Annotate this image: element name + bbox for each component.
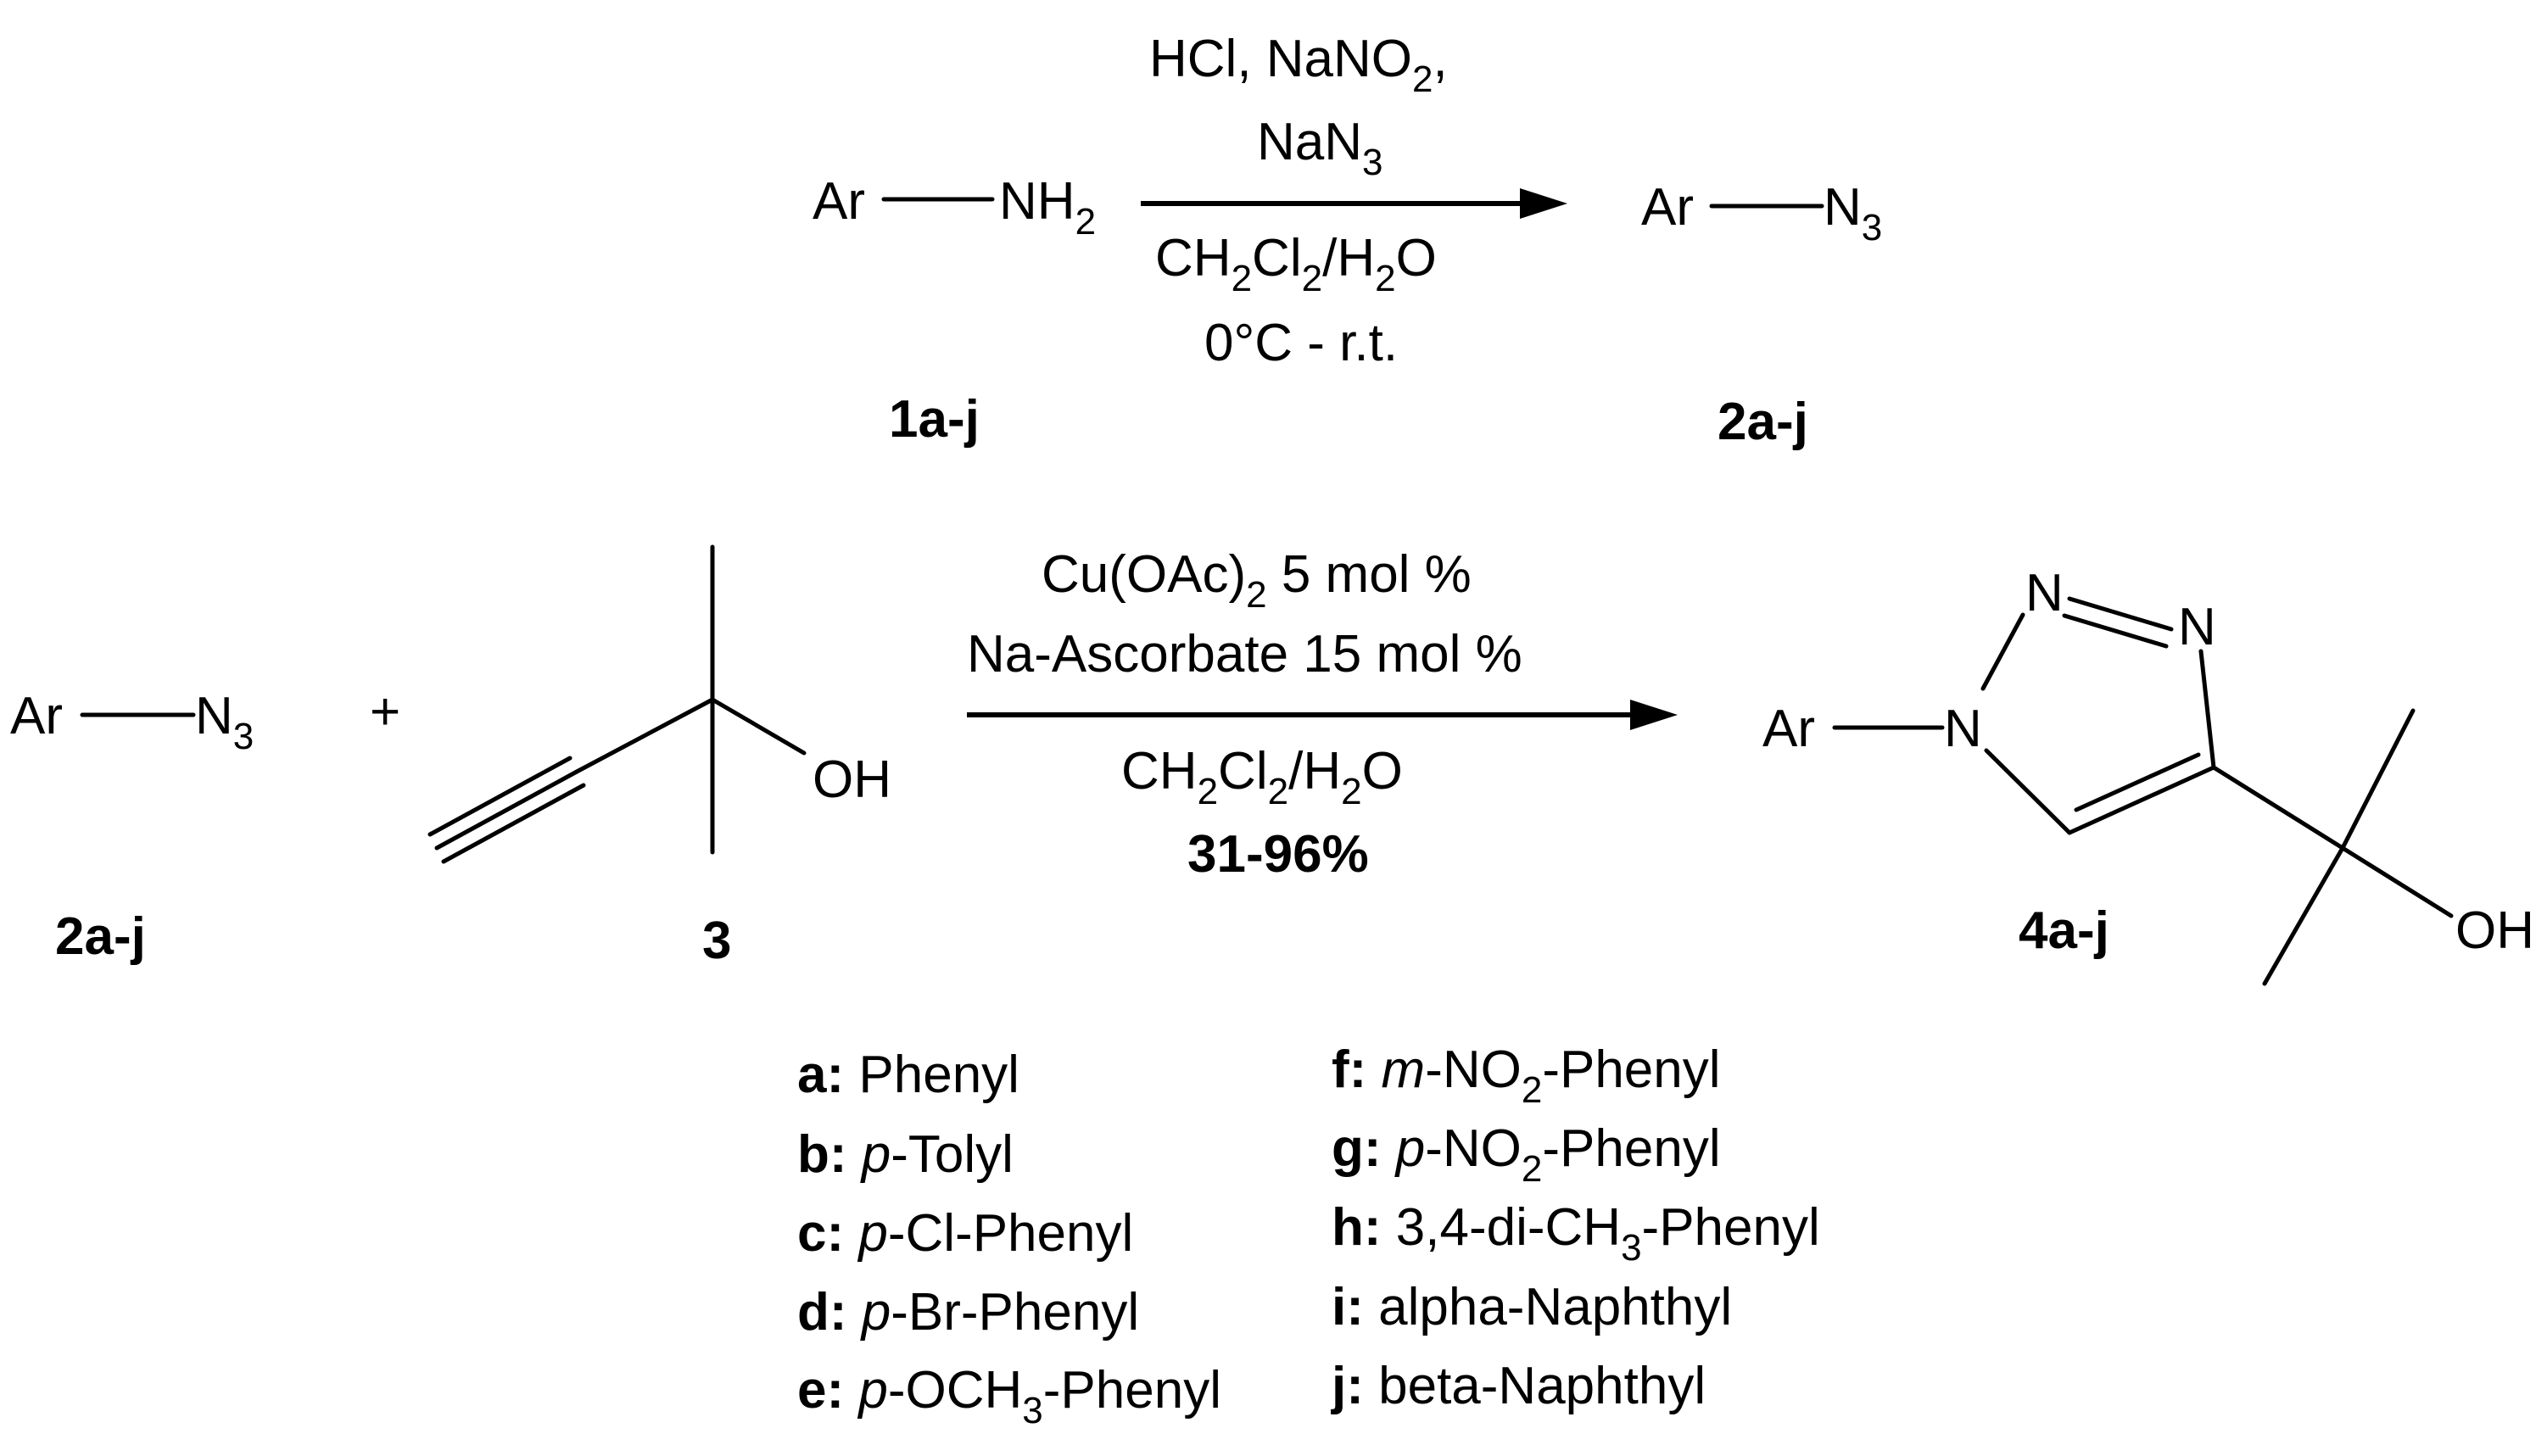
- triazole-n3: N: [2178, 598, 2216, 656]
- alkyne-structure: OH: [427, 544, 891, 864]
- r1-reactant-label: 1a-j: [889, 390, 980, 449]
- legend-left-column: a: Phenyl b: p-Tolyl c: p-Cl-Phenyl d: p…: [797, 1046, 1221, 1431]
- r2-azide-ar: Ar: [10, 687, 63, 745]
- r1-reactant-group: NH2: [999, 172, 1096, 243]
- reaction-1: Ar NH2 1a-j HCl, NaNO2, NaN3 CH2Cl2/H2O …: [813, 30, 1882, 451]
- plus-sign: +: [370, 683, 400, 741]
- substituent-legend: a: Phenyl b: p-Tolyl c: p-Cl-Phenyl d: p…: [797, 1040, 1820, 1431]
- legend-item: d: p-Br-Phenyl: [797, 1283, 1139, 1342]
- triazole-co-bond: [2340, 845, 2454, 918]
- r1-reactant-ar: Ar: [813, 172, 865, 231]
- legend-item: e: p-OCH3-Phenyl: [797, 1361, 1221, 1431]
- r1-arrowhead: [1520, 188, 1567, 219]
- r2-catalyst: Cu(OAc)2 5 mol %: [1042, 545, 1472, 616]
- triazole-oh: OH: [2455, 901, 2534, 960]
- triazole-methyl-bond-2: [2262, 845, 2345, 986]
- r1-conditions-line2: NaN3: [1257, 113, 1383, 183]
- alkyne-triple-bond-center: [434, 769, 579, 851]
- triazole-n3-c4-bond: [2198, 649, 2216, 770]
- triazole-ar: Ar: [1762, 700, 1815, 758]
- triazole-c4-c5-bond: [2067, 765, 2216, 835]
- legend-item: g: p-NO2-Phenyl: [1332, 1119, 1721, 1190]
- legend-item: j: beta-Naphthyl: [1331, 1357, 1706, 1415]
- legend-item: i: alpha-Naphthyl: [1332, 1278, 1732, 1336]
- triazole-c4-substituent-bond: [2211, 765, 2345, 851]
- alkyne-oh: OH: [813, 750, 891, 809]
- triazole-c5-n1-bond: [1984, 748, 2072, 835]
- r1-solvent: CH2Cl2/H2O: [1155, 229, 1437, 299]
- legend-right-column: f: m-NO2-Phenyl g: p-NO2-Phenyl h: 3,4-d…: [1331, 1040, 1820, 1415]
- r1-conditions-line1: HCl, NaNO2,: [1149, 30, 1448, 100]
- legend-item: a: Phenyl: [797, 1046, 1019, 1104]
- legend-item: b: p-Tolyl: [797, 1125, 1014, 1184]
- r2-yield: 31-96%: [1187, 825, 1369, 884]
- r2-arrowhead: [1630, 700, 1678, 730]
- legend-item: h: 3,4-di-CH3-Phenyl: [1332, 1198, 1820, 1269]
- legend-item: c: p-Cl-Phenyl: [797, 1204, 1133, 1263]
- r1-product-label: 2a-j: [1718, 393, 1808, 451]
- triazole-n1-n2-bond: [1980, 612, 2025, 691]
- r1-product-group: N3: [1824, 178, 1882, 248]
- triazole-methyl-bond-1: [2340, 708, 2416, 851]
- r1-temperature: 0°C - r.t.: [1204, 314, 1398, 372]
- triazole-n1: N: [1944, 700, 1982, 758]
- triazole-structure: Ar N N N OH: [1762, 564, 2534, 986]
- r2-azide-label: 2a-j: [55, 907, 146, 966]
- alkyne-co-bond: [710, 697, 807, 756]
- triazole-label: 4a-j: [2019, 901, 2109, 960]
- reaction-2: Ar N3 2a-j + OH 3 Cu(OAc)2 5 mol % Na-As…: [10, 544, 2534, 986]
- r1-product-ar: Ar: [1641, 178, 1694, 237]
- triazole-n2-n3-bond-a: [2067, 596, 2174, 632]
- r2-azide-group: N3: [195, 687, 254, 757]
- alkyne-triple-bond-lower: [441, 783, 586, 864]
- alkyne-cc-bond: [574, 697, 715, 774]
- r2-solvent: CH2Cl2/H2O: [1121, 742, 1403, 812]
- triazole-c4-c5-double: [2074, 752, 2201, 812]
- alkyne-triple-bond-upper: [427, 756, 573, 837]
- triazole-n2-n3-bond-b: [2062, 613, 2169, 649]
- legend-item: f: m-NO2-Phenyl: [1332, 1040, 1721, 1111]
- r2-reductant: Na-Ascorbate 15 mol %: [967, 625, 1522, 683]
- alkyne-label: 3: [702, 912, 731, 970]
- triazole-n2: N: [2025, 564, 2064, 622]
